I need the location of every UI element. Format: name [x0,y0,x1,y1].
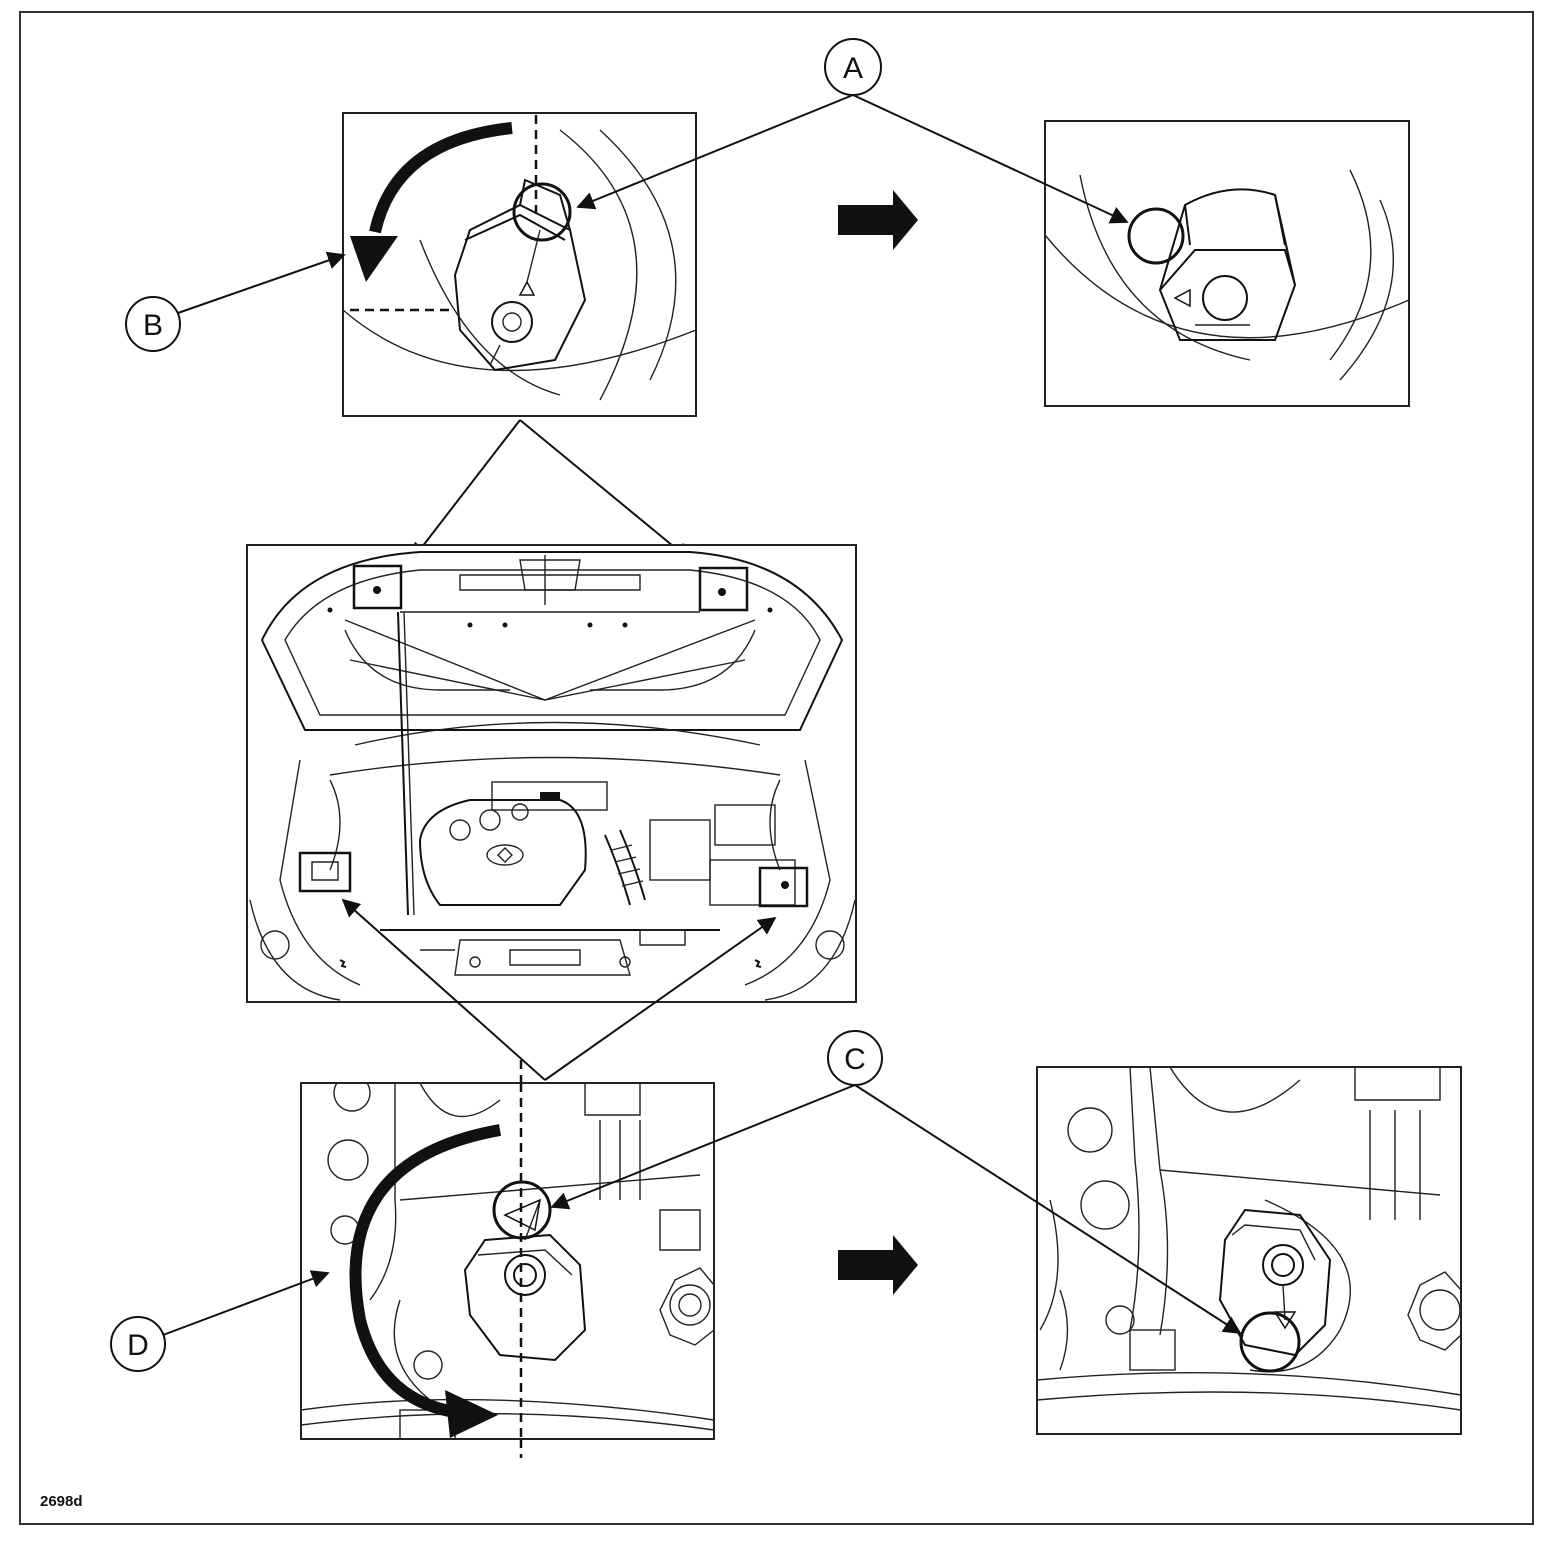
leader-to-bonnet-left [410,419,521,562]
callout-d-label: D [127,1329,149,1362]
leader-to-strut-left [341,898,546,1081]
rotation-arrow-counterclockwise [369,122,513,234]
strut-box-right [758,866,809,908]
callout-c: C [550,1030,1242,1334]
detail-panel-bottom-left [300,1082,715,1440]
leader-to-strut-right [544,916,777,1081]
step-arrow-top [838,190,918,250]
rotation-arrow-clockwise [349,1124,502,1418]
callout-b: B [125,251,346,352]
outer-border [19,11,1534,1525]
leader-to-bonnet-right [519,419,692,562]
callout-d: D [110,1270,330,1372]
strut-box-left [298,851,352,893]
figure-id: 2698d [40,1493,83,1510]
detail-panel-top-left [342,112,697,417]
callout-c-label: C [844,1043,866,1076]
bump-stop-rubber [453,178,587,372]
callout-b-label: B [143,309,163,342]
detail-panel-bottom-right [1036,1066,1462,1435]
callout-a-label: A [843,52,863,85]
highlight-circle-a-left [512,182,572,242]
highlight-circle-c-right [1239,1311,1301,1373]
bonnet-stop-box-left [352,564,403,610]
step-arrow-bottom [838,1235,918,1295]
bump-stop-rotated [1158,188,1297,341]
detail-panel-top-right [1044,120,1410,407]
engine-bay-overview [246,544,857,1003]
highlight-circle-a-right [1127,207,1185,265]
callout-a: A [576,38,1129,224]
bonnet-stop-box-right [698,566,749,612]
